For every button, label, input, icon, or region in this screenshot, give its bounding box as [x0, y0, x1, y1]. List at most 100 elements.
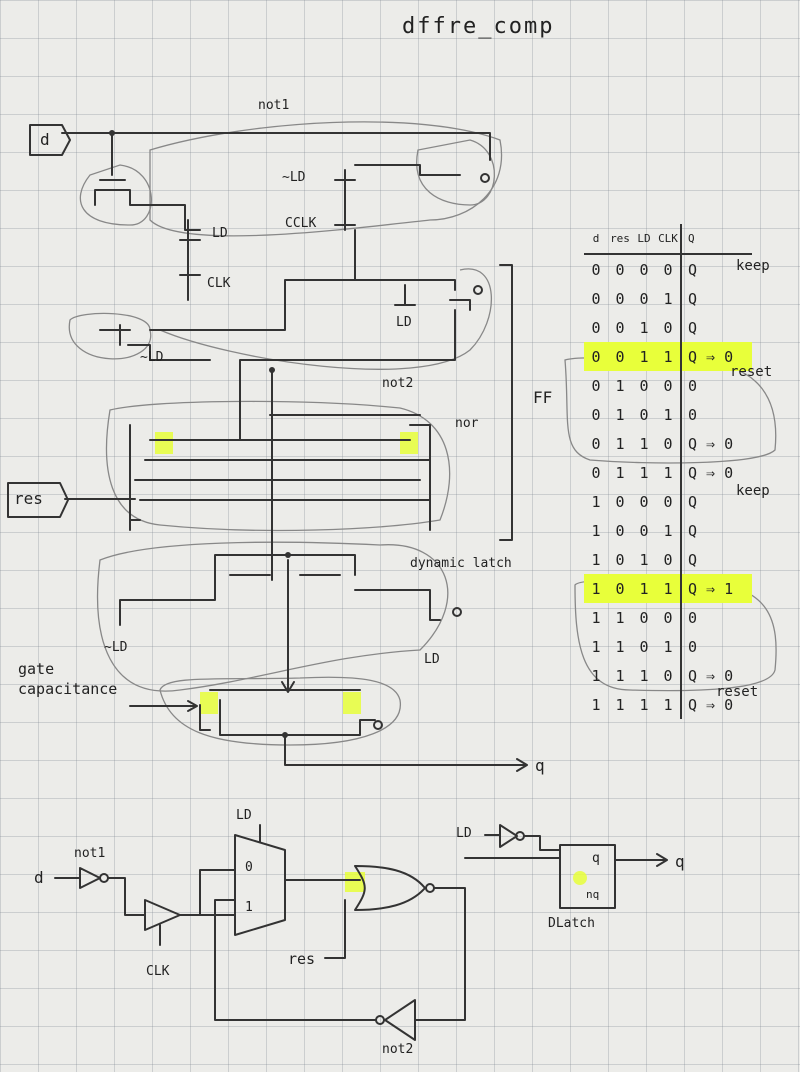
d-input-pad — [29, 124, 71, 156]
cell-ld: 1 — [639, 666, 649, 685]
reset-note: reset — [716, 684, 759, 700]
mux-input-0-label: 0 — [245, 860, 253, 875]
cell-clk: 1 — [656, 342, 681, 371]
cell-d: 0 — [591, 434, 601, 453]
cell-clk: 0 — [663, 318, 673, 337]
not1-gate — [54, 867, 146, 916]
transistor-outline — [416, 139, 496, 206]
not1-label: not1 — [74, 846, 106, 861]
nor-label: nor — [455, 416, 479, 431]
ld-label: LD — [456, 826, 472, 841]
nld-label: ~LD — [282, 170, 306, 185]
nor-group-outline — [105, 400, 451, 532]
nor-transistor-wires — [129, 424, 431, 531]
cell-d: 1 — [591, 550, 601, 569]
cell-clk: 0 — [663, 550, 673, 569]
cell-res: 1 — [615, 463, 625, 482]
gate-capacitance-outline — [159, 676, 401, 746]
res-label: res — [288, 950, 316, 968]
not1-group-outline — [149, 121, 503, 237]
reset-note: reset — [730, 364, 773, 380]
cell-q: Q ⇒ 0 — [680, 342, 752, 371]
cell-clk: 0 — [663, 666, 673, 685]
cell-res: 1 — [615, 637, 625, 656]
inverter-bubble — [452, 607, 462, 617]
ld-inverter — [464, 824, 561, 859]
clk-buffer — [144, 869, 236, 946]
mux-ld-label: LD — [236, 808, 252, 823]
cell-clk: 1 — [656, 574, 681, 603]
cell-clk: 0 — [663, 608, 673, 627]
nld-cclk-stack — [334, 164, 461, 231]
cell-res: 0 — [615, 260, 625, 279]
cell-ld: 0 — [639, 637, 649, 656]
dynamic-latch-wires — [119, 554, 441, 626]
highlight-mark — [345, 872, 365, 892]
cell-q: Q — [680, 516, 752, 545]
truth-table-header: d res LD CLK Q — [584, 224, 752, 255]
header-res: res — [608, 224, 632, 255]
cell-ld: 1 — [639, 434, 649, 453]
not2-gate — [214, 899, 416, 1041]
cell-ld: 0 — [639, 492, 649, 511]
cell-q: Q — [680, 284, 752, 313]
cell-d: 0 — [591, 260, 601, 279]
cell-d: 1 — [591, 637, 601, 656]
nor-gate — [354, 865, 466, 1021]
not2-feedback-wire — [149, 229, 356, 331]
not2-label: not2 — [382, 376, 414, 391]
cell-ld: 0 — [639, 376, 649, 395]
latch-to-capacitor-wire — [281, 559, 295, 693]
cell-res: 0 — [608, 342, 632, 371]
cell-q: Q ⇒ 0 — [680, 661, 752, 690]
cell-ld: 1 — [639, 463, 649, 482]
cell-res: 1 — [615, 405, 625, 424]
dynamic-latch-outline — [96, 541, 449, 692]
ld-label: LD — [212, 226, 228, 241]
keep-note: keep — [736, 483, 770, 499]
transistor-outline — [68, 312, 152, 360]
cell-d: 1 — [584, 574, 608, 603]
header-clk: CLK — [656, 224, 681, 255]
not1-label: not1 — [258, 98, 290, 113]
cell-clk: 1 — [663, 463, 673, 482]
ff-label: FF — [533, 388, 553, 407]
cell-q: Q ⇒ 0 — [680, 429, 752, 458]
node-dot — [269, 367, 275, 373]
dynamic-latch-label: dynamic latch — [410, 556, 512, 571]
cell-d: 1 — [591, 492, 601, 511]
cell-d: 0 — [591, 289, 601, 308]
cell-q: 0 — [680, 371, 752, 400]
cell-d: 0 — [591, 376, 601, 395]
gate-capacitance-label: gate — [18, 660, 55, 678]
res-input-pad — [7, 482, 69, 518]
cell-d: 0 — [591, 463, 601, 482]
q-output-label: q — [535, 756, 545, 775]
cell-ld: 1 — [639, 550, 649, 569]
d-input-label: d — [40, 130, 50, 149]
cell-q: Q — [680, 313, 752, 342]
keep-note: keep — [736, 258, 770, 274]
cell-q: Q — [680, 545, 752, 574]
cell-ld: 1 — [632, 342, 656, 371]
nld-label: ~LD — [140, 350, 164, 365]
res-wire-bottom — [324, 899, 346, 959]
cell-q: 0 — [680, 632, 752, 661]
cell-res: 0 — [615, 289, 625, 308]
mux — [234, 824, 361, 936]
nld-label: ~LD — [104, 640, 128, 655]
dlatch-box — [559, 844, 668, 909]
not2-wire — [239, 279, 471, 441]
d-wire — [61, 132, 491, 161]
clk-label: CLK — [207, 276, 231, 291]
cell-clk: 0 — [663, 434, 673, 453]
